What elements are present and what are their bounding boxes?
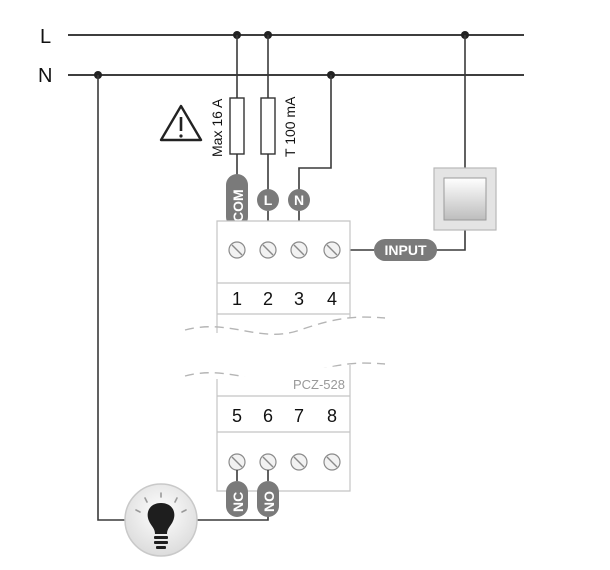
- screw-7: [290, 453, 308, 471]
- rail-n: N: [38, 65, 524, 87]
- fuse-left-label: Max 16 A: [209, 98, 225, 157]
- terminal-number-5: 5: [232, 406, 242, 426]
- screw-2: [259, 241, 277, 259]
- fuse-right: T 100 mA: [260, 96, 298, 157]
- device-top: 1 2 3 4: [216, 220, 351, 333]
- break-line-bottom: [184, 362, 386, 381]
- model-label: PCZ-528: [293, 377, 345, 392]
- terminal-number-7: 7: [294, 406, 304, 426]
- rail-n-label: N: [38, 65, 52, 87]
- warning-triangle-icon: [159, 104, 203, 142]
- wires: [97, 35, 466, 521]
- terminal-number-3: 3: [294, 289, 304, 309]
- terminal-number-4: 4: [327, 289, 337, 309]
- device-bottom: PCZ-528 5 6 7 8: [216, 365, 351, 492]
- tag-n: N: [288, 189, 310, 211]
- terminal-number-1: 1: [232, 289, 242, 309]
- tag-no: NO: [257, 481, 279, 517]
- tag-input-text: INPUT: [385, 242, 427, 258]
- break-line-top: [184, 316, 386, 335]
- tag-n-text: N: [294, 192, 304, 208]
- fuse-right-label: T 100 mA: [282, 96, 298, 157]
- wall-switch-icon: [433, 167, 497, 231]
- rail-l: L: [40, 26, 524, 48]
- screw-3: [290, 241, 308, 259]
- screw-5: [228, 453, 246, 471]
- tag-l: L: [257, 189, 279, 211]
- tag-input: INPUT: [374, 239, 437, 261]
- rail-l-label: L: [40, 26, 51, 48]
- fuse-left: Max 16 A: [209, 97, 245, 157]
- tag-nc: NC: [226, 481, 248, 517]
- screw-6: [259, 453, 277, 471]
- tag-nc-text: NC: [230, 492, 246, 512]
- terminal-number-6: 6: [263, 406, 273, 426]
- tag-l-text: L: [264, 192, 273, 208]
- terminal-number-8: 8: [327, 406, 337, 426]
- tag-no-text: NO: [261, 491, 277, 512]
- tag-com: COM: [226, 174, 248, 228]
- screw-8: [323, 453, 341, 471]
- terminal-number-2: 2: [263, 289, 273, 309]
- screw-4: [323, 241, 341, 259]
- screw-1: [228, 241, 246, 259]
- tag-com-text: COM: [230, 189, 246, 222]
- light-bulb-icon: [124, 483, 198, 557]
